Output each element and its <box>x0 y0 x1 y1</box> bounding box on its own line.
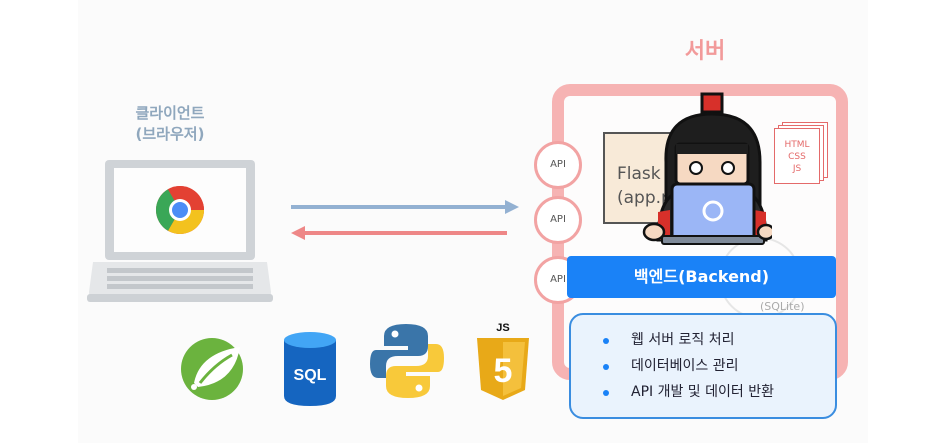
backend-role-list: 웹 서버 로직 처리 데이터베이스 관리 API 개발 및 데이터 반환 <box>571 327 835 405</box>
js-logo: JS 5 <box>475 322 531 404</box>
client-title-line2: (브라우저) <box>135 125 205 143</box>
laptop-icon <box>87 160 273 302</box>
client-title-line1: 클라이언트 <box>135 104 205 122</box>
client-title: 클라이언트 (브라우저) <box>100 103 240 145</box>
spring-logo <box>181 338 243 400</box>
response-arrow <box>291 226 507 240</box>
developer-character-icon <box>642 92 772 245</box>
static-files-icon: HTML CSS JS <box>774 122 830 184</box>
request-arrow <box>291 200 519 214</box>
backend-info-box: 웹 서버 로직 처리 데이터베이스 관리 API 개발 및 데이터 반환 <box>569 313 837 419</box>
api-endpoint: API <box>534 141 582 189</box>
static-file-css: CSS <box>788 152 806 162</box>
sql-label: SQL <box>294 367 327 384</box>
request-response-arrows <box>291 200 519 240</box>
db-label: (SQLite) <box>760 300 805 313</box>
list-item: 웹 서버 로직 처리 <box>603 327 835 353</box>
api-endpoint: API <box>534 196 582 244</box>
server-title: 서버 <box>684 39 726 64</box>
python-logo <box>370 324 444 398</box>
backend-title-bar: 백엔드(Backend) <box>567 256 836 298</box>
laptop-edge <box>87 294 273 302</box>
js-shield-number: 5 <box>494 352 513 390</box>
js-logo-top: JS <box>496 322 510 334</box>
laptop-keyboard <box>107 268 253 289</box>
sql-database-icon: SQL <box>284 332 336 406</box>
list-item: API 개발 및 데이터 반환 <box>603 379 835 405</box>
chrome-icon <box>155 185 205 235</box>
static-file-html: HTML <box>784 140 810 150</box>
js-shield-icon: 5 <box>477 338 529 400</box>
static-file-js: JS <box>792 164 802 174</box>
list-item: 데이터베이스 관리 <box>603 353 835 379</box>
